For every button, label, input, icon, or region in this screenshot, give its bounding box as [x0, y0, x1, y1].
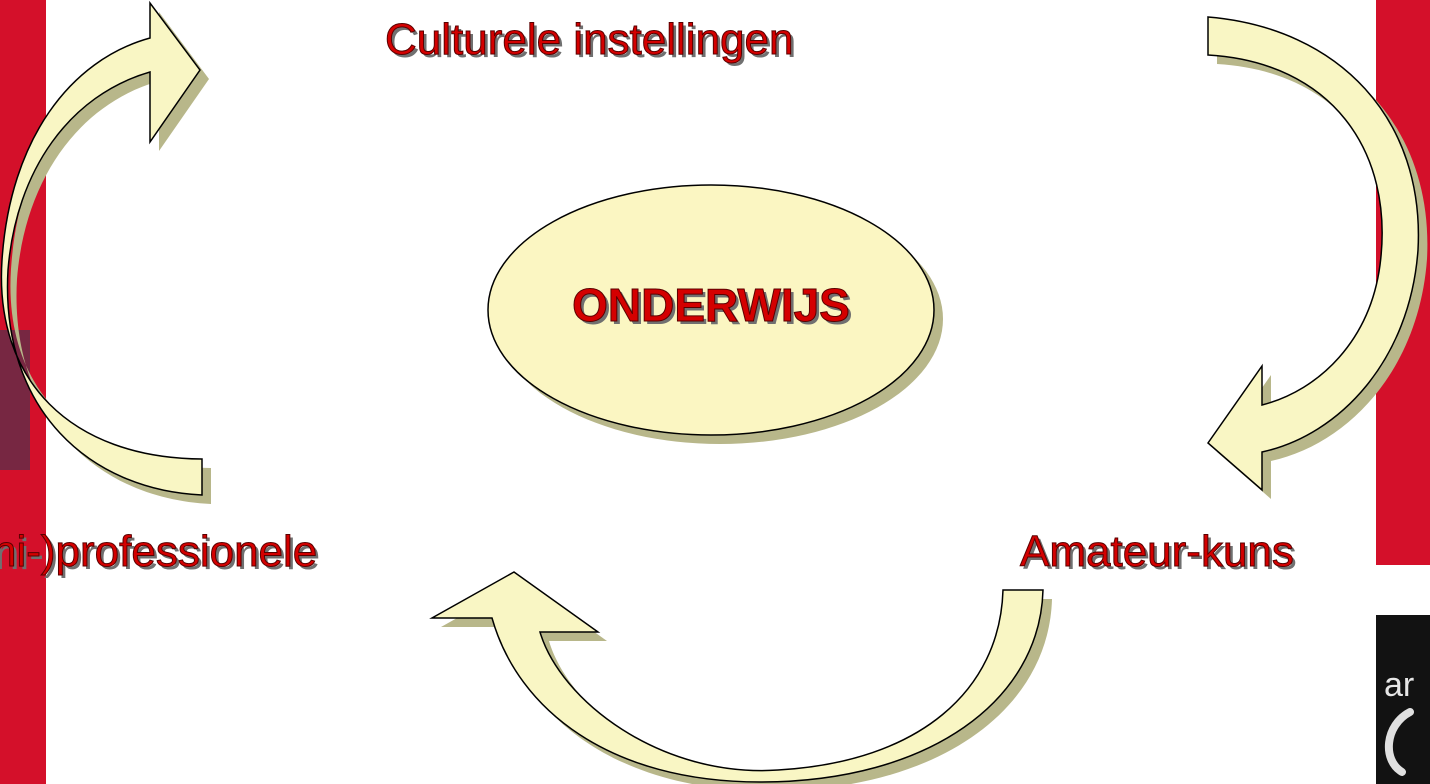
arrow-left-up: [0, 0, 212, 504]
logo-text-fragment: ar: [1384, 666, 1415, 704]
logo-block: [1376, 615, 1430, 784]
arrow-right-down: [1206, 16, 1428, 499]
arrow-bottom-left: [429, 571, 1052, 784]
node-label-top: Culturele instellingen: [384, 15, 794, 64]
center-label: ONDERWIJS: [572, 279, 851, 331]
arrow-left-up-shadow: [10, 12, 212, 504]
logo-swirl: [1384, 708, 1414, 776]
node-label-left: ni-)professionele: [0, 527, 318, 576]
arrow-bottom-left-body: [429, 571, 1044, 783]
center-ellipse: [487, 184, 935, 436]
arrow-right-down-body: [1206, 16, 1420, 492]
node-label-right: Amateur-kuns: [1020, 527, 1295, 576]
arrow-left-up-body: [0, 0, 203, 496]
